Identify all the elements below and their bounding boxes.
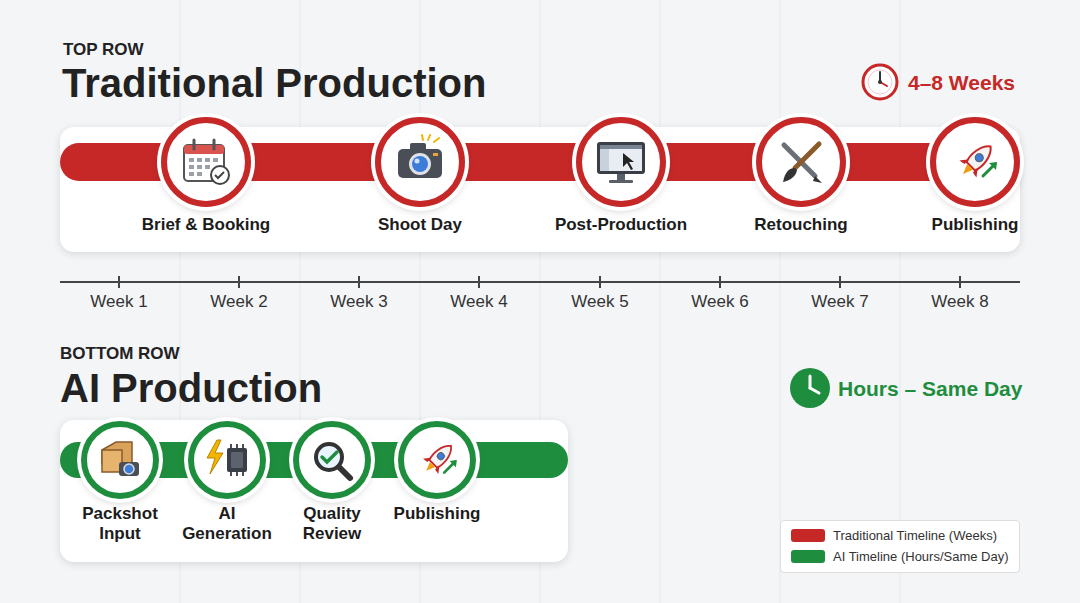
step-circle: Packshot Input	[81, 421, 159, 499]
step-label: Retouching	[711, 215, 891, 235]
step-label: Publishing	[885, 215, 1065, 235]
step-circle: Publishing	[398, 421, 476, 499]
step-label: Quality Review	[282, 504, 382, 544]
row-title: Traditional Production	[62, 59, 486, 107]
calendar-icon	[184, 140, 229, 184]
week-label: Week 8	[910, 292, 1010, 312]
step-circle: Quality Review	[293, 421, 371, 499]
connector-line	[846, 143, 930, 181]
connector-line	[159, 442, 188, 478]
row-tag: TOP ROW	[63, 40, 144, 60]
timeline-connector	[266, 460, 293, 461]
row-title: AI Production	[60, 364, 322, 412]
step-label: Publishing	[387, 504, 487, 524]
week-label: Week 7	[790, 292, 890, 312]
clock-icon	[790, 368, 830, 408]
brush-pen-icon	[783, 144, 822, 183]
timeline-connector	[371, 460, 398, 461]
timeline-connector	[465, 162, 576, 163]
connector-line	[371, 442, 398, 478]
monitor-icon	[597, 142, 645, 183]
legend-box: Traditional Timeline (Weeks) AI Timeline …	[780, 520, 1020, 573]
clock-icon	[863, 65, 897, 99]
step-circle: Shoot Day	[375, 117, 465, 207]
box-icon	[102, 442, 139, 476]
ai-chip-icon	[207, 440, 247, 476]
week-label: Week 6	[670, 292, 770, 312]
step-circle: Retouching	[756, 117, 846, 207]
step-label: Packshot Input	[70, 504, 170, 544]
row-tag: BOTTOM ROW	[60, 344, 180, 364]
step-circle: Publishing	[930, 117, 1020, 207]
rocket-icon	[419, 438, 459, 478]
step-circle: Brief & Booking	[161, 117, 251, 207]
step-label: Brief & Booking	[116, 215, 296, 235]
legend-swatch	[791, 550, 825, 563]
step-label: Shoot Day	[330, 215, 510, 235]
legend-text: Traditional Timeline (Weeks)	[833, 528, 997, 544]
step-label: AI Generation	[177, 504, 277, 544]
timeline-connector	[159, 460, 188, 461]
duration-label: 4–8 Weeks	[908, 70, 1015, 95]
camera-icon	[398, 135, 442, 178]
legend-swatch	[791, 529, 825, 542]
week-label: Week 4	[429, 292, 529, 312]
step-circle: AI Generation	[188, 421, 266, 499]
week-label: Week 3	[309, 292, 409, 312]
connector-line	[251, 143, 375, 181]
rocket-icon	[954, 138, 999, 183]
connector-line	[666, 143, 756, 181]
week-label: Week 5	[550, 292, 650, 312]
timeline-connector	[666, 162, 756, 163]
step-circle: Post-Production	[576, 117, 666, 207]
timeline-connector	[251, 162, 375, 163]
connector-line	[465, 143, 576, 181]
step-label: Post-Production	[531, 215, 711, 235]
magnifier-icon	[316, 444, 350, 478]
connector-line	[266, 442, 293, 478]
timeline-connector	[846, 162, 930, 163]
week-label: Week 1	[69, 292, 169, 312]
duration-label: Hours – Same Day	[838, 376, 1022, 401]
legend-text: AI Timeline (Hours/Same Day)	[833, 549, 1009, 565]
week-axis	[60, 276, 1020, 288]
week-label: Week 2	[189, 292, 289, 312]
